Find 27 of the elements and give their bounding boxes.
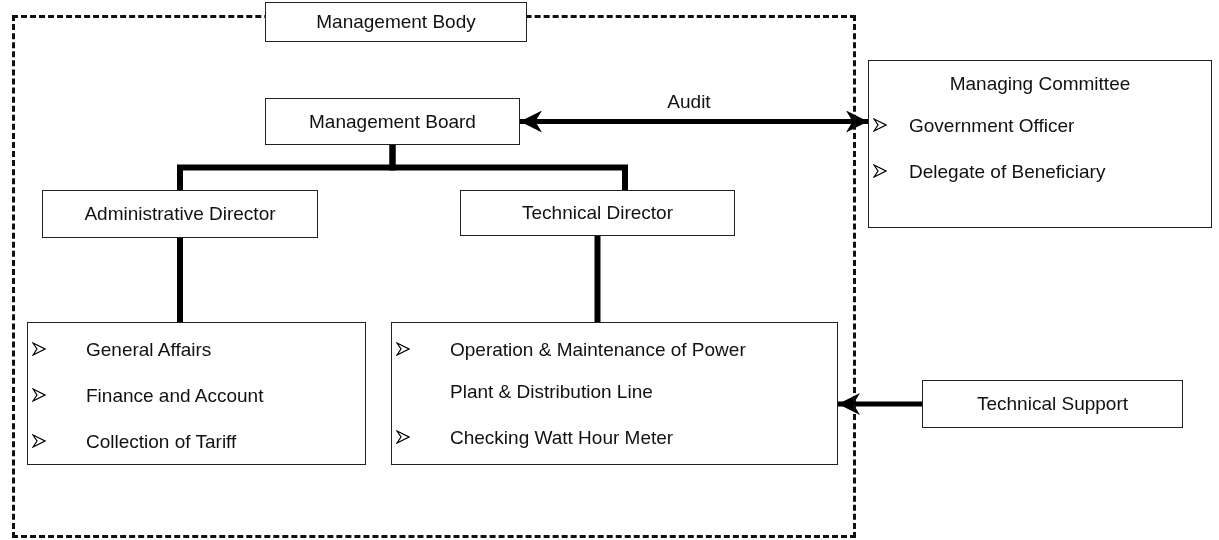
process-box	[460, 190, 735, 236]
process-box	[922, 380, 1183, 428]
process-box	[42, 190, 318, 238]
list-item: Finance and Account	[86, 384, 264, 408]
box-label: Management Body	[316, 11, 476, 33]
connector-line	[389, 145, 628, 190]
list-item: Operation & Maintenance of Power Plant & Distribution Line	[450, 338, 747, 404]
list-item: Checking Watt Hour Meter	[450, 426, 674, 450]
process-box	[265, 2, 527, 42]
arrow	[838, 393, 922, 415]
list-box	[868, 60, 1212, 228]
list-item: General Affairs	[86, 338, 212, 362]
dashed-boundary	[12, 15, 856, 538]
arrow	[520, 110, 868, 133]
list-item: Delegate of Beneficiary	[909, 160, 1106, 184]
connector-line	[177, 238, 183, 322]
box-label: Technical Support	[976, 393, 1128, 415]
connector-line	[594, 236, 601, 322]
box-label: Administrative Director	[84, 203, 276, 225]
list-item: Government Officer	[909, 114, 1075, 138]
list-box	[27, 322, 366, 465]
box-label: Management Board	[309, 110, 476, 133]
box-heading: Managing Committee	[948, 73, 1132, 95]
process-box	[265, 98, 520, 145]
list-item: Collection of Tariff	[86, 430, 237, 454]
list-box	[391, 322, 838, 465]
box-label: Technical Director	[522, 202, 673, 224]
